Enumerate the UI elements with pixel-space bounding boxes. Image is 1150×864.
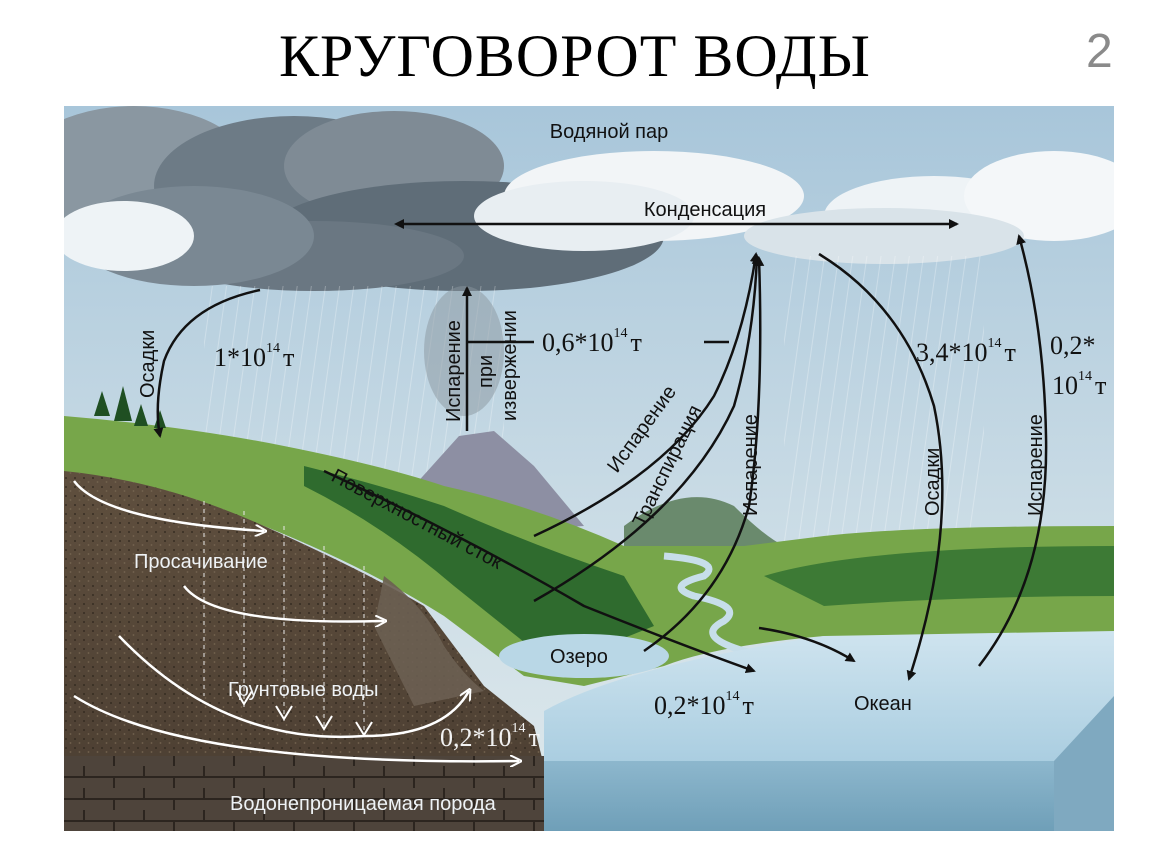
label-evap-ocean: Испарение [1025, 414, 1047, 516]
distant-hill [624, 497, 784, 546]
label-lake: Озеро [550, 646, 608, 668]
precip-land-arrow [153, 288, 261, 438]
value-evap-ocean-1: 0,2* [1050, 331, 1096, 360]
label-precip-left: Осадки [137, 330, 159, 398]
label-evap-lake: Испарение [740, 414, 762, 516]
label-seepage: Просачивание [134, 551, 268, 573]
label-eruption-1: при [475, 355, 497, 388]
soil-texture [64, 471, 544, 831]
trees-left [94, 386, 166, 428]
impermeable-rock-layer [64, 756, 544, 831]
label-condensation: Конденсация [644, 199, 766, 221]
flow-arrows [153, 219, 1048, 681]
evap-lake-arrow [643, 256, 765, 653]
forest-right [764, 546, 1114, 606]
slide-title: КРУГОВОРОТ ВОДЫ [279, 23, 871, 89]
ocean-surface [544, 631, 1114, 766]
evap-ocean-arrow [978, 234, 1048, 667]
label-groundwater: Грунтовые воды [228, 679, 379, 701]
ocean-front [1054, 696, 1114, 831]
ocean-side [534, 761, 1054, 831]
label-water-vapor: Водяной пар [550, 121, 669, 143]
label-impermeable-rock: Водонепроницаемая порода [230, 793, 497, 815]
evap-land-arrow [533, 252, 760, 538]
precip-ocean-arrow [818, 252, 944, 681]
cliff-rock [374, 576, 484, 706]
infiltration-lines [203, 501, 365, 734]
label-eruption-2: извержении [499, 310, 521, 421]
label-ocean: Океан [854, 693, 912, 715]
forest-band [304, 466, 654, 666]
label-precip-right: Осадки [922, 448, 944, 516]
river-ocean-arrow [758, 626, 856, 663]
runoff-arrow [323, 469, 756, 674]
lake [499, 634, 669, 678]
volcano-plume [424, 286, 504, 416]
seepage-arrows [73, 480, 519, 761]
label-evap-volcano: Испарение [443, 320, 465, 422]
transpiration-arrow [533, 254, 762, 603]
slide-number: 2 [1086, 25, 1113, 78]
